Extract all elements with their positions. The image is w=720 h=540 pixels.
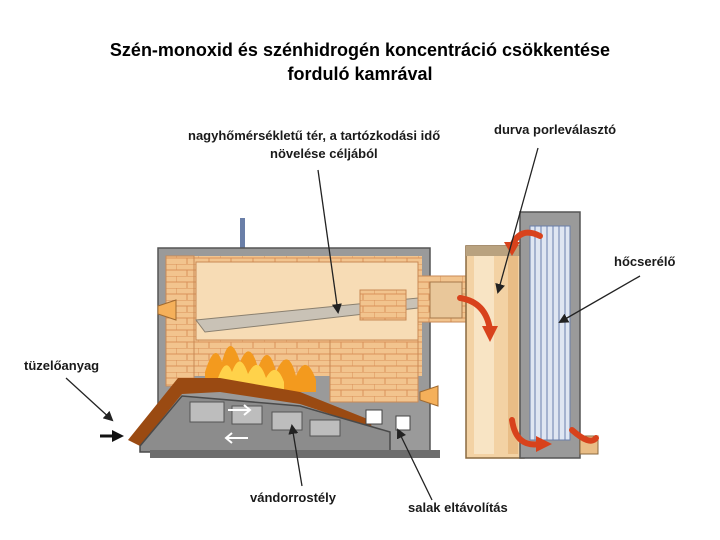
grate-pointer: [288, 424, 303, 487]
slag-pointer: [396, 428, 433, 501]
fuel-label: tüzelőanyag: [24, 358, 100, 373]
label-pointers: [65, 147, 641, 501]
brick-wall-left: [165, 255, 195, 387]
travelling-grate: [139, 395, 391, 453]
page-subtitle: forduló kamrával: [287, 64, 433, 84]
page-title: Szén-monoxid és szénhidrogén koncentráci…: [109, 40, 611, 60]
fuel-pointer: [65, 377, 114, 422]
dust-separator-pointer: [495, 147, 539, 294]
chamber-pointer: [317, 169, 342, 314]
heat-exchanger-label: hőcserélő: [614, 254, 676, 269]
fuel-feed-arrow: [100, 430, 124, 442]
heat-exchanger-pointer: [558, 275, 641, 323]
slag-label: salak eltávolítás: [408, 500, 508, 515]
chamber-label-line1: nagyhőmérsékletű tér, a tartózkodási idő: [188, 128, 441, 143]
grate-label: vándorrostély: [250, 490, 336, 505]
chimney-pipe: [240, 218, 245, 248]
dust-separator-label: durva porleválasztó: [494, 122, 617, 137]
chamber-label-line2: növelése céljából: [270, 146, 378, 161]
fuel-bed: [128, 378, 372, 446]
